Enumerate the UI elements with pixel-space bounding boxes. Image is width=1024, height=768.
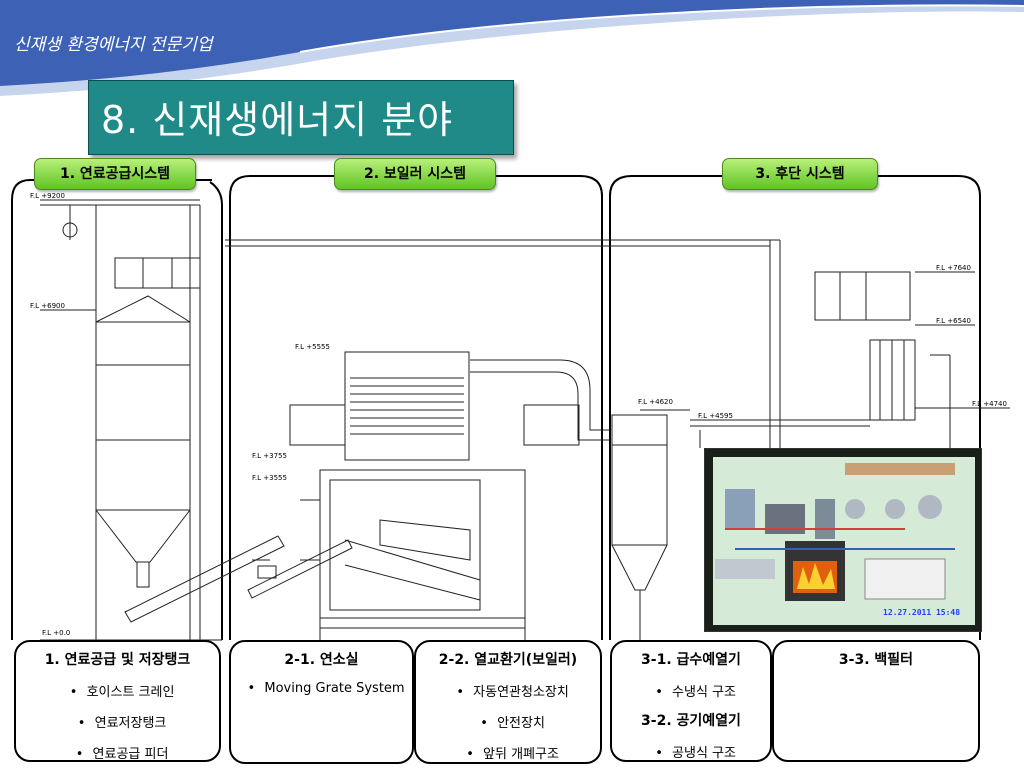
panel-fuel-storage-title: 1. 연료공급 및 저장탱크 <box>44 652 191 668</box>
fuel-silo <box>40 199 222 641</box>
header-band: 신재생 환경에너지 전문기업 <box>0 0 1024 100</box>
feed-conveyors <box>124 535 353 623</box>
level-label-3755: F.L +3755 <box>252 452 287 460</box>
header-wave <box>0 0 1024 96</box>
panel-water-preheater-title: 3-1. 급수예열기 <box>641 652 741 668</box>
panel-bag-filter-title: 3-3. 백필터 <box>838 652 914 668</box>
tab-back-system: 3. 후단 시스템 <box>722 158 878 190</box>
control-screen-photo: 12.27.2011 15:48 <box>704 448 982 632</box>
panel-combustion-title: 2-1. 연소실 <box>284 652 359 668</box>
panel-preheaters: 3-1. 급수예열기 •수냉식 구조 3-2. 공기예열기 •공냉식 구조 <box>610 640 772 762</box>
list-item: •공냉식 구조 <box>655 746 736 761</box>
level-label-7640: F.L +7640 <box>936 264 971 272</box>
list-item: •Moving Grate System <box>247 681 405 696</box>
page-title: 8. 신재생에너지 분야 <box>101 98 454 142</box>
section-frames <box>11 175 981 640</box>
boiler-structure <box>225 239 781 640</box>
tab-boiler-system: 2. 보일러 시스템 <box>334 158 496 190</box>
level-label-6900: F.L +6900 <box>30 302 65 310</box>
level-label-5555: F.L +5555 <box>295 343 330 351</box>
panel-heat-exchanger-title: 2-2. 열교환기(보일러) <box>438 652 578 668</box>
level-label-4620: F.L +4620 <box>638 398 673 406</box>
list-item: •수냉식 구조 <box>655 685 736 700</box>
company-slogan: 신재생 환경에너지 전문기업 <box>14 35 213 55</box>
panel-combustion-chamber: 2-1. 연소실 •Moving Grate System <box>229 640 414 764</box>
photo-illustration: 12.27.2011 15:48 <box>713 457 975 625</box>
backend-structure <box>611 271 1010 640</box>
list-item: •앞뒤 개폐구조 <box>466 747 559 762</box>
level-label-4740: F.L +4740 <box>972 400 1007 408</box>
list-item: •호이스트 크레인 <box>69 685 175 700</box>
level-label-9200: F.L +9200 <box>30 192 65 200</box>
panel-bag-filter: 3-3. 백필터 <box>772 640 980 762</box>
boiler-tubes <box>350 377 464 435</box>
level-label-0: F.L +0.0 <box>42 629 70 637</box>
level-label-3555: F.L +3555 <box>252 474 287 482</box>
panel-heat-exchanger: 2-2. 열교환기(보일러) •자동연관청소장치 •안전장치 •앞뒤 개폐구조 <box>414 640 602 764</box>
page-title-box: 8. 신재생에너지 분야 <box>88 80 514 155</box>
tab-fuel-supply: 1. 연료공급시스템 <box>34 158 196 190</box>
level-label-6540: F.L +6540 <box>936 317 971 325</box>
list-item: •연료공급 피더 <box>75 747 169 762</box>
panel-air-preheater-title: 3-2. 공기예열기 <box>641 713 741 729</box>
panel-fuel-storage: 1. 연료공급 및 저장탱크 •호이스트 크레인 •연료저장탱크 •연료공급 피… <box>14 640 221 762</box>
list-item: •안전장치 <box>480 716 545 731</box>
list-item: •자동연관청소장치 <box>456 685 569 700</box>
photo-timestamp: 12.27.2011 15:48 <box>883 608 960 617</box>
list-item: •연료저장탱크 <box>77 716 167 731</box>
level-label-4595: F.L +4595 <box>698 412 733 420</box>
